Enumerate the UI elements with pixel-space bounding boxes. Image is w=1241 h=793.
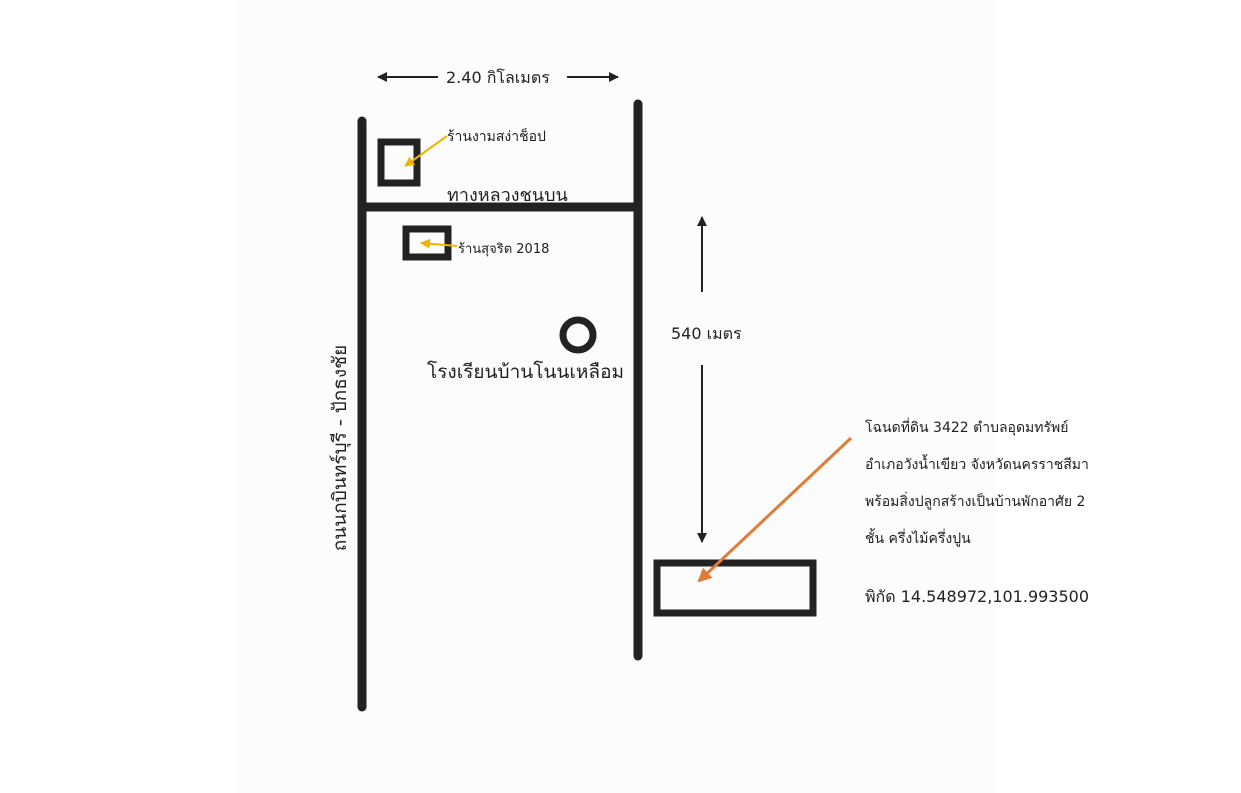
distance-top-label: 2.40 กิโลเมตร bbox=[446, 68, 550, 87]
distance-side-label: 540 เมตร bbox=[671, 324, 742, 343]
property-description: โฉนดที่ดิน 3422 ตำบลอุดมทรัพย์ อำเภอวังน… bbox=[865, 410, 1115, 558]
description-line: ชั้น ครึ่งไม้ครึ่งปูน bbox=[865, 531, 971, 547]
shop-1-marker bbox=[377, 138, 421, 187]
shop-1-label: ร้านงามสง่าช็อป bbox=[447, 129, 546, 145]
shop-2-marker bbox=[402, 225, 452, 261]
shop-2-arrow bbox=[420, 238, 458, 249]
description-line: พร้อมสิ่งปลูกสร้างเป็นบ้านพักอาศัย 2 bbox=[865, 494, 1086, 510]
road-horizontal-label: ทางหลวงชนบน bbox=[447, 185, 568, 206]
shop-1-arrow bbox=[404, 135, 448, 167]
shop-2-label: ร้านสุจริต 2018 bbox=[458, 242, 550, 257]
road-vertical-label: ถนนกบินทร์บุรี - ปักธงชัย bbox=[329, 344, 351, 552]
property-marker bbox=[653, 559, 817, 617]
description-line: อำเภอวังน้ำเขียว จังหวัดนครราชสีมา bbox=[865, 457, 1089, 473]
property-arrow bbox=[697, 436, 853, 583]
coordinates-label: พิกัด 14.548972,101.993500 bbox=[865, 587, 1090, 606]
school-label: โรงเรียนบ้านโนนเหลือม bbox=[427, 361, 625, 383]
description-line: โฉนดที่ดิน 3422 ตำบลอุดมทรัพย์ bbox=[865, 420, 1069, 436]
school-marker bbox=[559, 316, 597, 354]
